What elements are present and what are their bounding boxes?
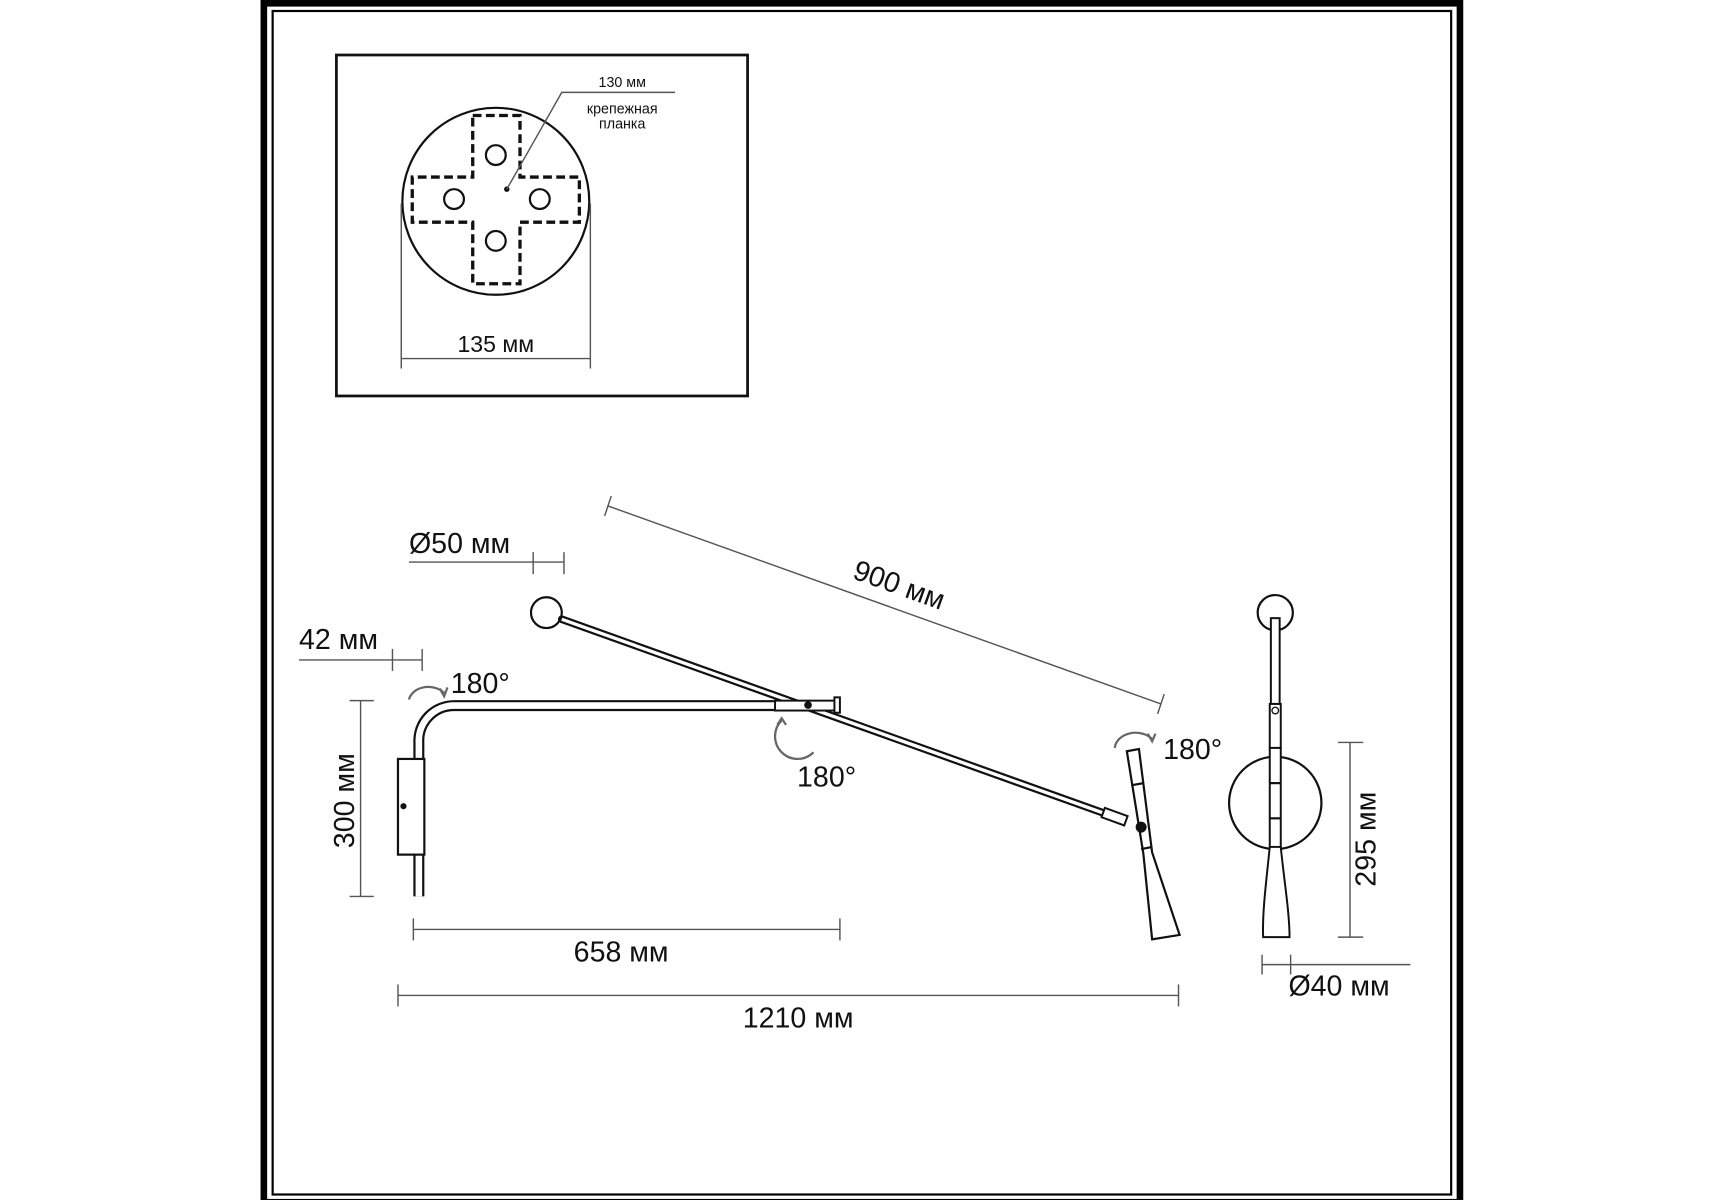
front-head-shade bbox=[1262, 845, 1291, 939]
dim-tick bbox=[603, 495, 612, 517]
plate-caption-line2: планка bbox=[599, 117, 645, 133]
base-disc bbox=[401, 106, 591, 296]
screw-hole-top bbox=[484, 144, 507, 167]
inset-box bbox=[335, 53, 749, 398]
pivot-end-cap bbox=[833, 696, 841, 714]
pivot-joint bbox=[804, 701, 812, 709]
head-segment-line bbox=[1140, 845, 1153, 851]
screw-hole-right bbox=[528, 188, 551, 211]
arm-length-dim-line bbox=[607, 505, 1162, 705]
plate-size-label: 130 мм bbox=[599, 75, 646, 91]
inner-frame bbox=[271, 9, 1453, 1196]
arrow-head-icon bbox=[1146, 733, 1157, 744]
rotation-arrow-icon bbox=[774, 719, 815, 760]
head-hinge-knob bbox=[1135, 821, 1147, 833]
plate-leader-line bbox=[506, 91, 676, 190]
bracket-reach-label: 658 мм bbox=[574, 936, 669, 968]
wall-offset-label: 42 мм bbox=[299, 624, 378, 656]
base-rotation-label: 180° bbox=[451, 668, 510, 700]
front-arm-rod bbox=[1269, 617, 1281, 705]
wall-plate-screw bbox=[400, 803, 407, 810]
screw-hole-left bbox=[443, 188, 466, 211]
joint-rotation-label: 180° bbox=[797, 761, 856, 793]
bracket-tube bbox=[413, 700, 776, 897]
ball-diameter-label: Ø50 мм bbox=[409, 528, 510, 560]
lamp-front-view: 295 мм Ø40 мм bbox=[1227, 593, 1411, 1002]
total-reach-label: 1210 мм bbox=[743, 1002, 854, 1034]
front-head-body bbox=[1268, 746, 1282, 848]
screw-hole-bottom bbox=[484, 229, 507, 252]
outer-frame bbox=[260, 0, 1464, 1200]
height-label: 300 мм bbox=[329, 753, 361, 848]
swing-arm-inner bbox=[561, 617, 1122, 821]
bracket-tube-inner bbox=[415, 702, 776, 897]
mount-detail-inset: 130 мм крепежная планка 135 мм bbox=[335, 53, 749, 398]
head-connector bbox=[1100, 806, 1129, 827]
rotation-arrow-icon bbox=[407, 685, 445, 700]
plate-caption-line1: крепежная bbox=[587, 101, 658, 117]
lamp-head-angled bbox=[1125, 747, 1182, 941]
arrow-head-icon bbox=[776, 716, 787, 726]
dim-tick bbox=[1156, 693, 1165, 715]
rotation-arrow-icon bbox=[1113, 731, 1153, 749]
lamp-side-view: Ø50 мм 42 мм 900 мм 300 мм 180 bbox=[299, 495, 1222, 1034]
head-rotation-label: 180° bbox=[1163, 734, 1222, 766]
mounting-plate-outline bbox=[410, 113, 582, 286]
arm-length-label: 900 мм bbox=[849, 554, 949, 616]
head-segment-line bbox=[1131, 782, 1144, 787]
base-diameter-label: 135 мм bbox=[457, 331, 534, 357]
head-length-label: 295 мм bbox=[1350, 792, 1382, 887]
front-joint-pin bbox=[1271, 706, 1280, 715]
counterweight-ball bbox=[529, 596, 563, 630]
arrow-head-icon bbox=[438, 687, 449, 699]
head-diameter-label: Ø40 мм bbox=[1288, 970, 1389, 1002]
